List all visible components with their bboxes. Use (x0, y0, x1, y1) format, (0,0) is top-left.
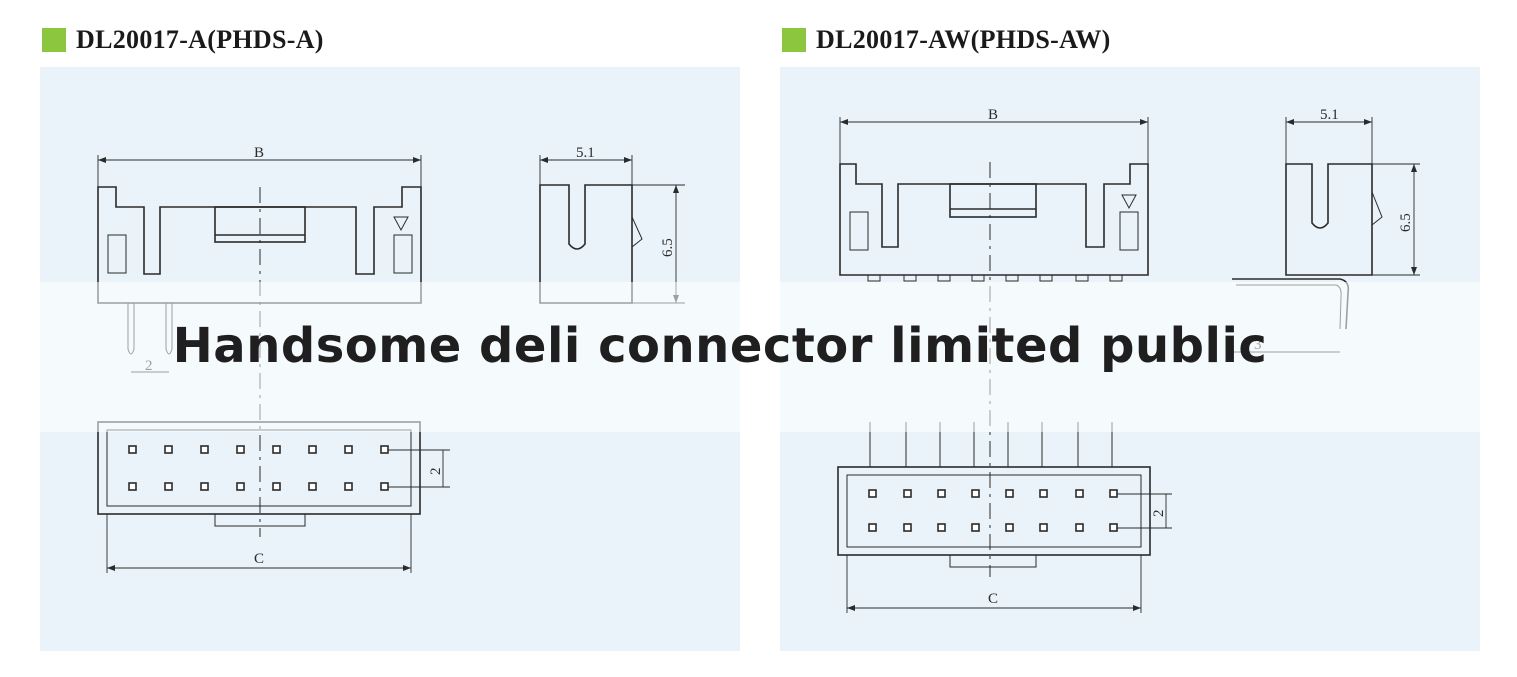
pin (1109, 489, 1118, 498)
pin (380, 445, 389, 454)
pin (164, 445, 173, 454)
pin (344, 445, 353, 454)
panel-title-text: DL20017-AW(PHDS-AW) (816, 25, 1111, 54)
front-view: B (839, 107, 1149, 577)
pin (1039, 489, 1048, 498)
title-accent-square (782, 28, 806, 52)
pin (128, 482, 137, 491)
pin (1039, 523, 1048, 532)
pin (903, 489, 912, 498)
pin (937, 523, 946, 532)
panel-title-aw: DL20017-AW(PHDS-AW) (782, 24, 1111, 56)
pin-row-bottom (128, 482, 389, 491)
dim-label-c: C (988, 591, 998, 607)
panel-title-text: DL20017-A(PHDS-A) (76, 25, 324, 54)
pin (1005, 489, 1014, 498)
pin-row-top (128, 445, 389, 454)
dim-label-side-depth: 5.1 (576, 145, 595, 161)
pin (868, 489, 877, 498)
watermark-text: Handsome deli connector limited public (172, 318, 1268, 374)
dim-label-b: B (988, 107, 998, 123)
pin (971, 489, 980, 498)
pin (200, 482, 209, 491)
pin (344, 482, 353, 491)
pin (272, 482, 281, 491)
pin (308, 445, 317, 454)
pin (200, 445, 209, 454)
pin (1109, 523, 1118, 532)
pin (1075, 523, 1084, 532)
dim-label-b: B (254, 145, 264, 161)
side-view: 5.1 6.5 (539, 145, 685, 304)
dim-label-pitch-bottom: 2 (428, 468, 444, 476)
watermark-band (0, 282, 1517, 432)
dim-label-height: 6.5 (1398, 213, 1414, 232)
title-accent-square (42, 28, 66, 52)
pin (308, 482, 317, 491)
dim-label-pitch-bottom: 2 (1151, 510, 1167, 518)
pin (971, 523, 980, 532)
panel-title-a: DL20017-A(PHDS-A) (42, 24, 324, 56)
dim-label-height: 6.5 (660, 238, 676, 257)
pin (236, 445, 245, 454)
pin-row-bottom (868, 523, 1118, 532)
pin (903, 523, 912, 532)
pin (868, 523, 877, 532)
technical-drawing-a: B 2 5.1 6.5 (97, 145, 685, 573)
bottom-view: 2 C (837, 422, 1172, 613)
pin (380, 482, 389, 491)
pin (128, 445, 137, 454)
pin (236, 482, 245, 491)
pin (164, 482, 173, 491)
bottom-view: 2 C (97, 421, 450, 573)
pin-row-top (868, 489, 1118, 498)
dim-label-side-depth: 5.1 (1320, 107, 1339, 123)
lead-row (867, 274, 1123, 282)
pin (1075, 489, 1084, 498)
pin (272, 445, 281, 454)
pin (1005, 523, 1014, 532)
dim-label-c: C (254, 551, 264, 567)
pin (937, 489, 946, 498)
